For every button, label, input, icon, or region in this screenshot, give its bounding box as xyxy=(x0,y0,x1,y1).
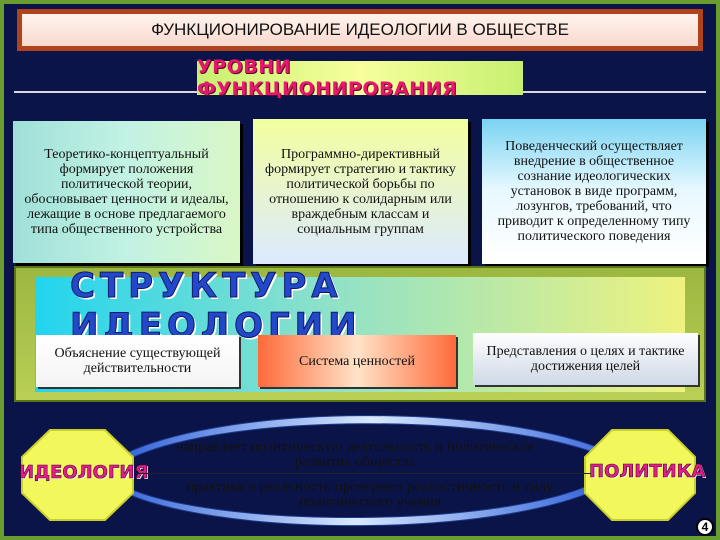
level-card-program: Программно-директивный формирует стратег… xyxy=(253,119,468,264)
level-text: Теоретико-концептуальный формирует полож… xyxy=(24,147,229,237)
arc-top-text: направляет политическую деятельность и п… xyxy=(175,439,535,470)
structure-item-values: Система ценностей xyxy=(258,335,456,387)
arc-bottom-text: практика и реальность проверяют реалисти… xyxy=(186,479,554,510)
structure-item-explanation: Объяснение существующей действительности xyxy=(36,335,239,387)
structure-item-goals: Представления о целях и тактике достижен… xyxy=(473,333,698,385)
structure-text: Представления о целях и тактике достижен… xyxy=(486,344,685,374)
ideology-label: ИДЕОЛОГИЯ xyxy=(19,462,149,484)
structure-title: СТРУКТУРА ИДЕОЛОГИИ xyxy=(70,266,362,347)
divider-line xyxy=(520,91,706,93)
page-title: ФУНКЦИОНИРОВАНИЕ ИДЕОЛОГИИ В ОБЩЕСТВЕ xyxy=(22,14,698,46)
levels-banner: УРОВНИ ФУНКЦИОНИРОВАНИЯ xyxy=(197,56,523,100)
ideology-octagon xyxy=(21,429,134,521)
page-number: 4 xyxy=(696,518,714,536)
level-text: Программно-директивный формирует стратег… xyxy=(265,146,456,237)
politics-label: ПОЛИТИКА xyxy=(589,461,706,483)
structure-text: Система ценностей xyxy=(299,353,415,369)
cycle-diagram xyxy=(21,415,696,527)
divider-line xyxy=(136,473,591,474)
level-card-behavioral: Поведенческий осуществляет внедрение в о… xyxy=(482,119,706,264)
politics-octagon xyxy=(584,429,696,521)
title-bar: ФУНКЦИОНИРОВАНИЕ ИДЕОЛОГИИ В ОБЩЕСТВЕ xyxy=(17,9,703,51)
level-text: Поведенческий осуществляет внедрение в о… xyxy=(497,139,691,244)
level-card-theoretical: Теоретико-концептуальный формирует полож… xyxy=(13,121,240,263)
divider-line xyxy=(14,91,199,93)
structure-text: Объяснение существующей действительности xyxy=(54,346,221,376)
